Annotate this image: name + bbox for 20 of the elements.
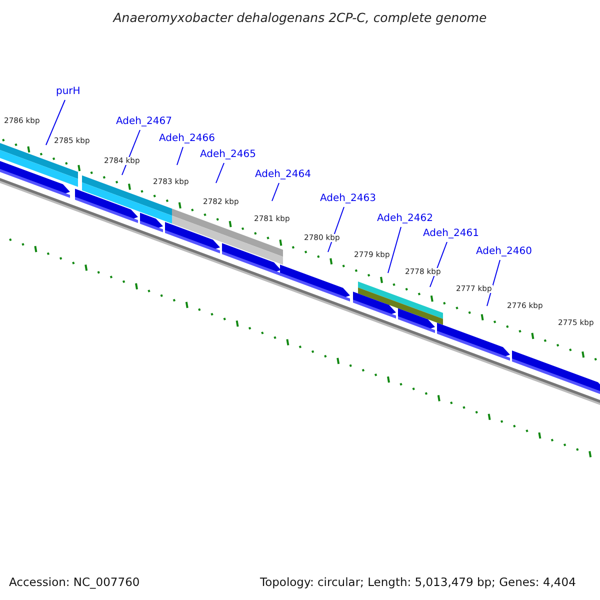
gene-label: Adeh_2464 [255,169,311,180]
leader-line [388,226,402,274]
leader-line [328,206,344,252]
gene-label: Adeh_2466 [159,133,215,144]
gene-label: Adeh_2467 [116,116,172,127]
footer-text: Accession: NC_007760 [9,576,140,589]
footer-text: Topology: circular; Length: 5,013,479 bp; Genes: 4,404 [260,576,576,589]
leader-line [216,162,224,184]
leader-line [46,100,66,146]
title: Anaeromyxobacter dehalogenans 2CP-C, complete genome [112,11,488,25]
leader-line [272,182,280,202]
gene-label: Adeh_2461 [423,228,479,239]
gene-label: Adeh_2460 [476,246,532,257]
leader-line [176,146,184,166]
leader-line [430,242,448,288]
gene-label: Adeh_2463 [320,193,376,204]
leader-line [486,260,500,306]
gene-label: Adeh_2462 [377,213,433,224]
gene-label: purH [56,86,80,97]
gene-label: Adeh_2465 [200,149,256,160]
